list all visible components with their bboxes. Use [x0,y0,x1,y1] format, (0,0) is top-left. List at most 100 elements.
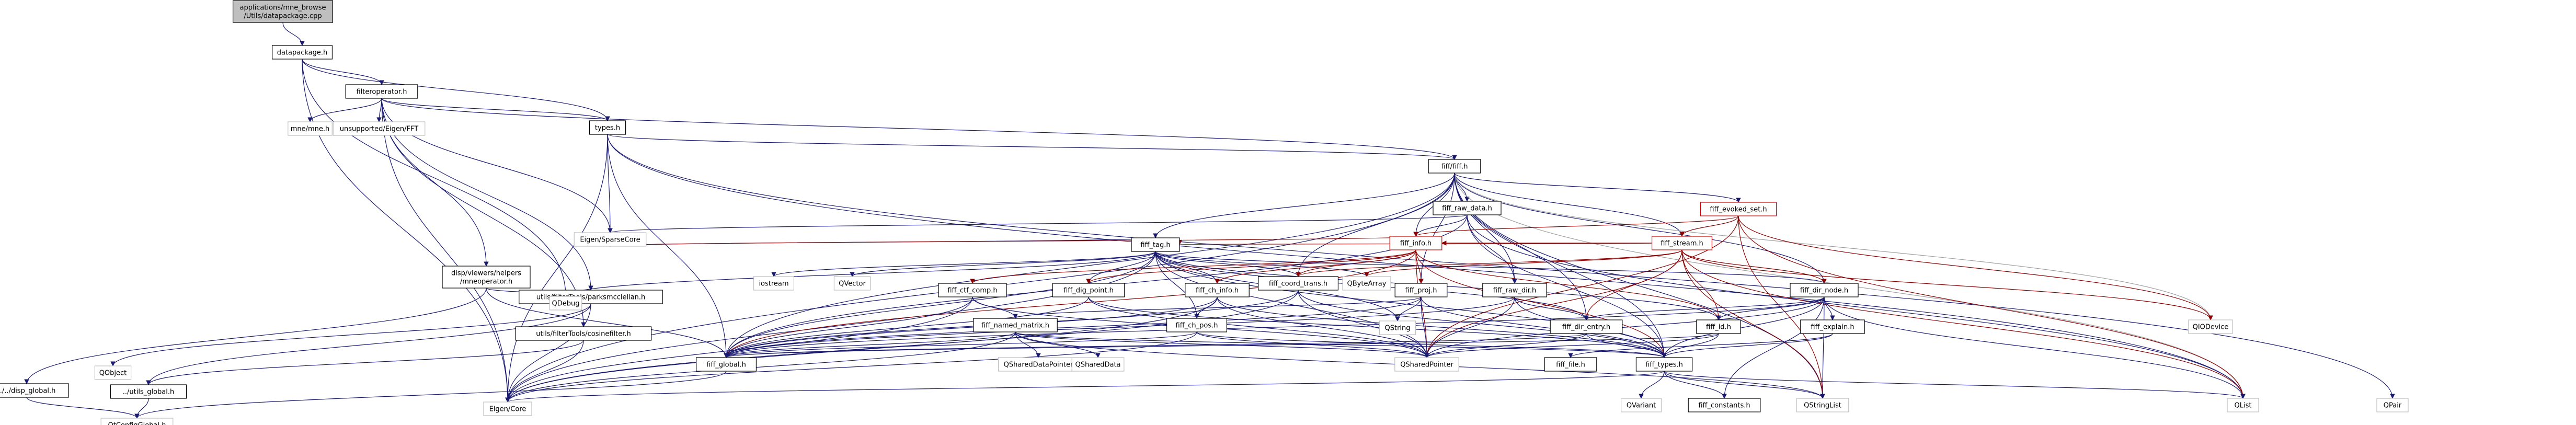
edge-fiffrawdata-to-eigensparse [608,214,1468,233]
node-box [1258,276,1339,291]
edge-fiffstream-to-fiffdirnode [1681,249,1827,284]
node-fiffexplain[interactable]: fiff_explain.h [1800,319,1865,334]
node-filterop[interactable]: filteroperator.h [345,84,418,99]
node-fiffdirnode[interactable]: fiff_dir_node.h [1790,283,1859,297]
node-label: disp/viewers/helpers/mneoperator.h [451,270,521,286]
edge-fiffstream-to-fiffdirentry [1584,249,1682,320]
node-fiff[interactable]: fiff/fiff.h [1428,159,1481,174]
node-box [1052,283,1125,297]
edge-fiffglobal-to-qtconfig [134,371,727,419]
node-fiffctfcomp[interactable]: fiff_ctf_comp.h [938,283,1007,297]
node-box [483,401,532,416]
node-label: fiff_raw_dir.h [1493,287,1536,295]
edge-fiffchinfo-to-fiffglobal [724,296,1218,358]
node-fiffdigpoint[interactable]: fiff_dig_point.h [1052,283,1125,297]
node-box [1166,318,1228,332]
edge-fiffstream-to-qiodevice [1681,249,2213,320]
edge-filterop-to-fiff [381,98,1457,160]
node-qdebug: QDebug [549,296,582,311]
node-box [515,326,652,341]
node-label: QSharedDataPointer [1004,361,1073,369]
edge-parksmc-to-qobject [110,303,591,366]
node-types[interactable]: types.h [589,120,626,135]
edge-fiffproj-to-fiffglobal [724,296,1422,358]
node-fiffconstants[interactable]: fiff_constants.h [1688,398,1761,412]
edge-datapackage-to-types [302,59,610,121]
node-box [1621,398,1662,412]
node-fifftag[interactable]: fiff_tag.h [1131,237,1180,252]
node-label: QDebug [552,300,580,308]
node-mnemne: mne/mne.h [288,121,333,136]
node-parksmc[interactable]: utils/filterTools/parksmcclellan.h [519,290,663,304]
node-qbytearray: QByteArray [1342,276,1391,291]
node-box [1696,319,1741,334]
node-fiffrawdir[interactable]: fiff_raw_dir.h [1482,283,1547,297]
node-fiffid[interactable]: fiff_id.h [1696,319,1741,334]
edge-root-to-datapackage [282,22,305,46]
node-qpair: QPair [2376,398,2409,412]
edge-fifftypes-to-qvariant [1639,371,1665,399]
node-fiffinfo[interactable]: fiff_info.h [1389,236,1442,250]
node-label: QStringList [1804,402,1841,410]
edge-cosinefilter-to-utilsglobal [146,340,584,385]
node-label: fiff_evoked_set.h [1710,206,1767,214]
edge-fiffstream-to-qstringlist [1681,249,1825,399]
edge-fiffdirnode-to-fiffdirentry [1584,296,1825,320]
node-box [519,290,663,304]
node-box [589,120,626,135]
edge-fiffctfcomp-to-fiffglobal [724,296,973,358]
edge-fiffexplain-to-fifftypes [1662,333,1833,358]
edge-fiffinfo-to-fiffglobal [724,249,1416,358]
node-qsharedpointer: QSharedPointer [1394,357,1459,372]
edge-filterop-to-cosinefilter [381,98,586,327]
edge-fiffinfo-to-fiffcoordtrans [1296,249,1416,277]
edge-fiffchinfo-to-fifftypes [1217,296,1667,358]
node-layer: applications/mne_browse/Utils/datapackag… [0,0,2409,425]
node-fiffevoked[interactable]: fiff_evoked_set.h [1700,202,1777,216]
node-qshareddata: QSharedData [1071,357,1125,372]
edge-fiffdirnode-to-qlist [1824,296,2246,399]
node-box [574,232,647,247]
edge-fiffdirentry-to-qsharedpointer [1424,333,1587,358]
node-fiffdirentry[interactable]: fiff_dir_entry.h [1550,319,1623,334]
edge-types-to-qpair [607,134,2395,399]
edge-layer [24,22,2395,419]
node-fiffnamedmatrix[interactable]: fiff_named_matrix.h [973,318,1058,332]
node-fiffchpos[interactable]: fiff_ch_pos.h [1166,318,1228,332]
node-fiffrawdata[interactable]: fiff_raw_data.h [1433,201,1502,215]
edge-fiffdirnode-to-qstringlist [1820,296,1825,399]
node-label: fiff/fiff.h [1441,163,1468,171]
node-qstring: QString [1379,320,1416,335]
node-box [1394,357,1459,372]
node-root[interactable]: applications/mne_browse/Utils/datapackag… [233,0,334,23]
node-fiffstream[interactable]: fiff_stream.h [1652,236,1713,250]
edge-types-to-fiffglobal [607,134,729,358]
node-box [833,276,871,291]
edge-fiffstream-to-qbytearray [1364,249,1682,277]
node-box [938,283,1007,297]
node-datapackage[interactable]: datapackage.h [271,45,333,60]
node-label: ../../disp_global.h [0,387,55,395]
edge-fiffproj-to-qstring [1395,296,1422,321]
node-utilsglobal[interactable]: ../utils_global.h [110,384,187,399]
edge-fifftag-to-fiffchinfo [1155,251,1220,284]
node-fifffile[interactable]: fiff_file.h [1544,357,1597,372]
node-fiffglobal[interactable]: fiff_global.h [695,357,757,372]
node-dispviewers[interactable]: disp/viewers/helpers/mneoperator.h [442,266,531,289]
node-box [2188,319,2233,334]
node-qshareddatapointer: QSharedDataPointer [998,357,1079,372]
node-fifftypes[interactable]: fiff_types.h [1635,357,1693,372]
node-dispglobal[interactable]: ../../disp_global.h [0,383,69,398]
node-unsupported: unsupported/Eigen/FFT [333,121,426,136]
node-cosinefilter[interactable]: utils/filterTools/cosinefilter.h [515,326,652,341]
edge-fiffdigpoint-to-fiffglobal [724,296,1089,358]
edge-fiff-to-fiffproj [1418,173,1455,284]
node-label: fiff_info.h [1400,240,1432,248]
node-fiffcoordtrans[interactable]: fiff_coord_trans.h [1258,276,1339,291]
node-qobject: QObject [94,365,132,380]
node-box [1700,202,1777,216]
node-fiffproj[interactable]: fiff_proj.h [1394,283,1448,297]
edge-fifftag-to-fiffdigpoint [1086,251,1156,284]
node-fiffchinfo[interactable]: fiff_ch_info.h [1185,283,1250,297]
